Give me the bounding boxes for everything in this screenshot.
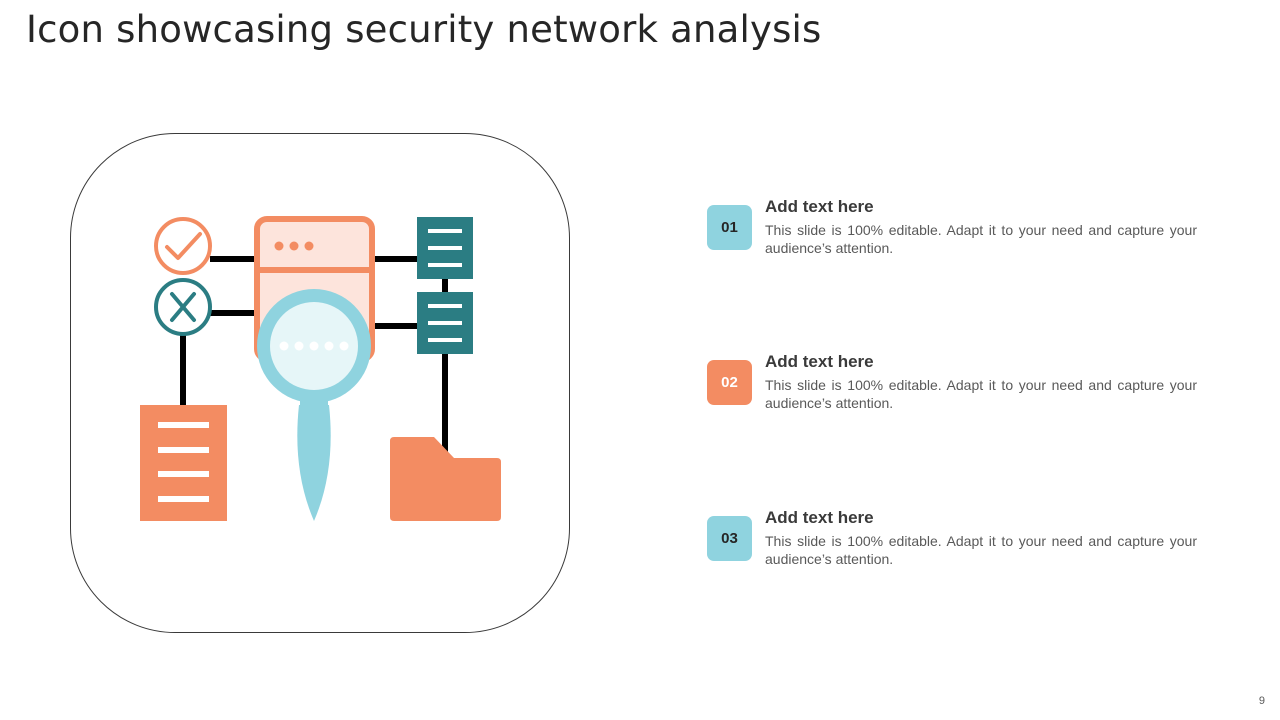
item-heading: Add text here <box>765 197 874 216</box>
cross-icon <box>154 278 212 336</box>
check-icon <box>154 217 212 275</box>
teal-document-icon <box>417 217 473 279</box>
list-item-01: 01 Add text here This slide is 100% edit… <box>707 197 1207 275</box>
folder-icon <box>390 437 501 521</box>
item-heading: Add text here <box>765 352 874 371</box>
number-badge: 02 <box>707 360 752 405</box>
page-number: 9 <box>1258 695 1265 707</box>
slide-title: Icon showcasing security network analysi… <box>26 8 822 51</box>
teal-document-icon <box>417 292 473 354</box>
item-heading: Add text here <box>765 508 874 527</box>
item-description: This slide is 100% editable. Adapt it to… <box>765 377 1197 411</box>
magnifier-icon <box>257 289 371 521</box>
item-description: This slide is 100% editable. Adapt it to… <box>765 222 1197 256</box>
connector-lines <box>180 256 448 452</box>
number-badge: 03 <box>707 516 752 561</box>
icon-frame <box>70 133 570 633</box>
document-icon <box>140 405 227 521</box>
item-description: This slide is 100% editable. Adapt it to… <box>765 533 1197 567</box>
list-item-03: 03 Add text here This slide is 100% edit… <box>707 508 1207 586</box>
number-badge: 01 <box>707 205 752 250</box>
list-item-02: 02 Add text here This slide is 100% edit… <box>707 352 1207 430</box>
